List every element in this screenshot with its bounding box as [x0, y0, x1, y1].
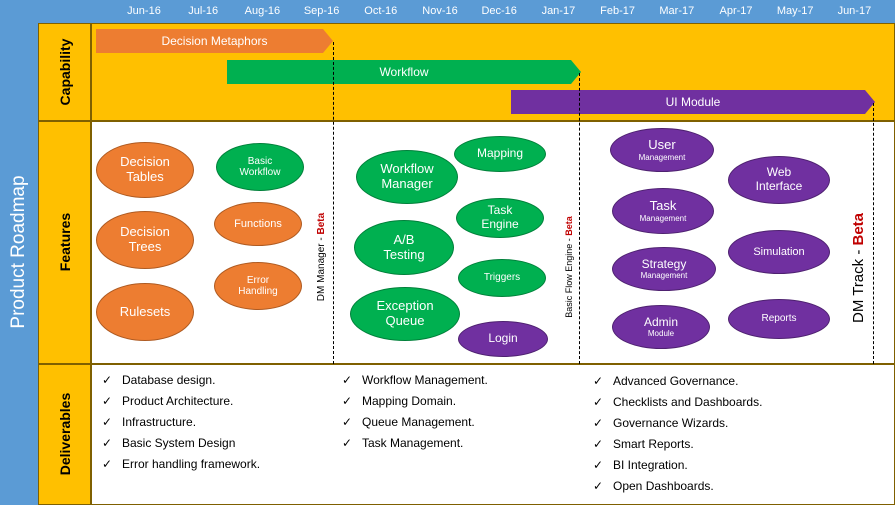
milestone-dm-manager: DM Manager - Beta: [316, 212, 327, 302]
deliverable-item: ✓Advanced Governance.: [593, 371, 762, 392]
check-icon: ✓: [593, 374, 604, 388]
feature-triggers: Triggers: [458, 259, 546, 297]
capability-bar-ui-module: UI Module: [511, 90, 875, 114]
month-label: Jan-17: [541, 5, 576, 17]
check-icon: ✓: [593, 458, 604, 472]
check-icon: ✓: [102, 457, 113, 471]
feature-strategy-management: Strategy Management: [612, 247, 716, 291]
month-label: Aug-16: [244, 5, 281, 17]
month-label: Sep-16: [303, 5, 340, 17]
milestone-basic-flow-engine: Basic Flow Engine - Beta: [564, 216, 574, 318]
features-row-label: Features: [57, 212, 73, 272]
features-row-label-cell: [38, 121, 91, 364]
deliverable-item: ✓Workflow Management.: [342, 370, 488, 391]
check-icon: ✓: [593, 416, 604, 430]
check-icon: ✓: [342, 394, 353, 408]
month-label: Dec-16: [481, 5, 517, 17]
month-label: Oct-16: [364, 5, 398, 17]
deliverables-column-3: ✓Advanced Governance. ✓Checklists and Da…: [593, 371, 762, 497]
deliverable-item: ✓Open Dashboards.: [593, 476, 762, 497]
roadmap-title: Product Roadmap: [8, 175, 29, 329]
check-icon: ✓: [102, 415, 113, 429]
feature-admin-module: Admin Module: [612, 305, 710, 349]
feature-user-management: User Management: [610, 128, 714, 172]
milestone-dm-track: DM Track - Beta: [850, 213, 867, 324]
deliverables-column-2: ✓Workflow Management. ✓Mapping Domain. ✓…: [342, 370, 488, 454]
milestone-line-dm-manager: [333, 42, 334, 364]
beta-label: Beta: [850, 213, 867, 246]
left-title-strip: [0, 0, 38, 505]
check-icon: ✓: [593, 395, 604, 409]
check-icon: ✓: [102, 373, 113, 387]
beta-label: Beta: [564, 216, 574, 236]
check-icon: ✓: [102, 436, 113, 450]
feature-ab-testing: A/B Testing: [354, 220, 454, 275]
deliverable-item: ✓Infrastructure.: [102, 412, 260, 433]
deliverable-item: ✓Product Architecture.: [102, 391, 260, 412]
feature-functions: Functions: [214, 202, 302, 246]
feature-task-management: Task Management: [612, 188, 714, 234]
feature-exception-queue: Exception Queue: [350, 287, 460, 341]
timeline-header: [0, 0, 895, 23]
month-label: Nov-16: [422, 5, 458, 17]
deliverable-item: ✓Task Management.: [342, 433, 488, 454]
month-label: Jul-16: [188, 5, 219, 17]
feature-rulesets: Rulesets: [96, 283, 194, 341]
deliverables-row-label: Deliverables: [57, 392, 73, 476]
capability-row-label-cell: [38, 23, 91, 121]
check-icon: ✓: [342, 373, 353, 387]
month-label: Feb-17: [600, 5, 636, 17]
feature-error-handling: Error Handling: [214, 262, 302, 310]
feature-reports: Reports: [728, 299, 830, 339]
milestone-line-basic-flow-engine: [579, 73, 580, 364]
capability-bar-workflow: Workflow: [227, 60, 581, 84]
deliverable-item: ✓Basic System Design: [102, 433, 260, 454]
deliverable-item: ✓Smart Reports.: [593, 434, 762, 455]
check-icon: ✓: [593, 437, 604, 451]
deliverables-column-1: ✓Database design. ✓Product Architecture.…: [102, 370, 260, 475]
feature-web-interface: Web Interface: [728, 156, 830, 204]
month-label: May-17: [776, 5, 814, 17]
deliverables-row-area: [91, 364, 895, 505]
beta-label: Beta: [316, 212, 327, 235]
feature-login: Login: [458, 321, 548, 357]
check-icon: ✓: [342, 415, 353, 429]
deliverable-item: ✓Database design.: [102, 370, 260, 391]
feature-decision-trees: Decision Trees: [96, 211, 194, 269]
capability-bar-decision-metaphors: Decision Metaphors: [96, 29, 333, 53]
deliverable-item: ✓BI Integration.: [593, 455, 762, 476]
feature-simulation: Simulation: [728, 230, 830, 274]
feature-decision-tables: Decision Tables: [96, 142, 194, 198]
feature-mapping: Mapping: [454, 136, 546, 172]
check-icon: ✓: [593, 479, 604, 493]
feature-task-engine: Task Engine: [456, 198, 544, 238]
check-icon: ✓: [102, 394, 113, 408]
month-label: Jun-17: [837, 5, 872, 17]
month-label: Apr-17: [719, 5, 753, 17]
month-label: Mar-17: [659, 5, 695, 17]
feature-workflow-manager: Workflow Manager: [356, 150, 458, 204]
deliverable-item: ✓Error handling framework.: [102, 454, 260, 475]
feature-basic-workflow: Basic Workflow: [216, 143, 304, 191]
capability-row-label: Capability: [57, 38, 73, 106]
deliverable-item: ✓Checklists and Dashboards.: [593, 392, 762, 413]
milestone-line-dm-track: [873, 103, 874, 364]
check-icon: ✓: [342, 436, 353, 450]
month-label: Jun-16: [127, 5, 161, 17]
deliverable-item: ✓Queue Management.: [342, 412, 488, 433]
deliverable-item: ✓Mapping Domain.: [342, 391, 488, 412]
deliverable-item: ✓Governance Wizards.: [593, 413, 762, 434]
